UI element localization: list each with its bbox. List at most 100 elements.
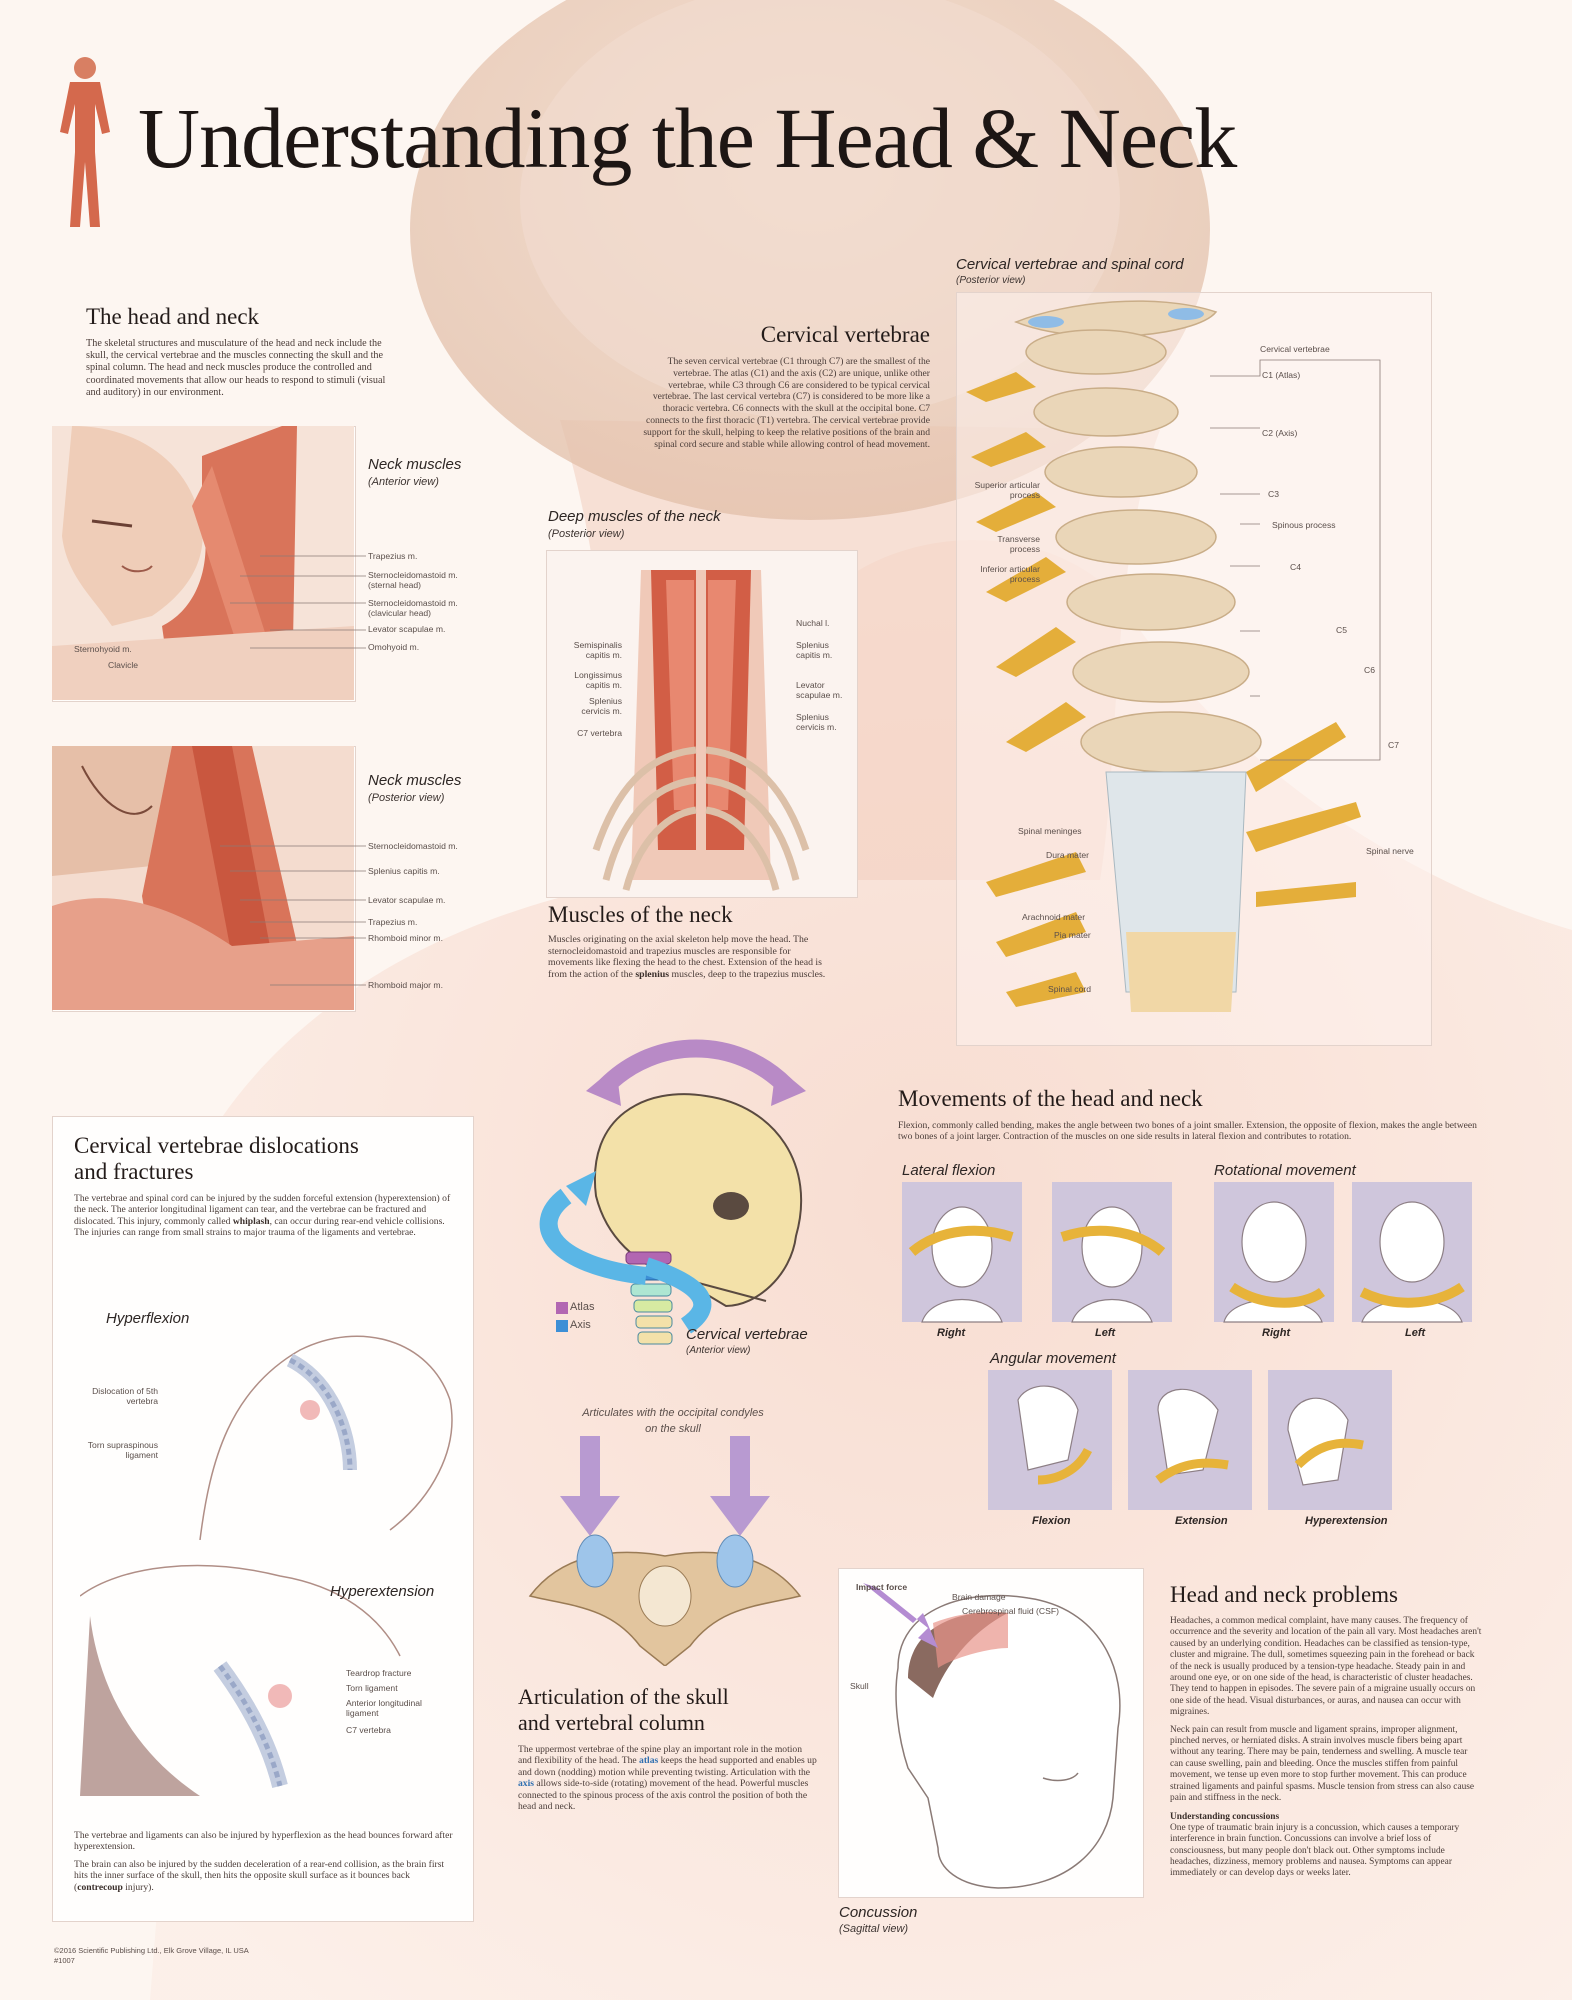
label-spinous: Spinous process [1272, 520, 1336, 530]
skull-caption: Cervical vertebrae [686, 1326, 808, 1343]
posterior-leader-lines [220, 845, 366, 986]
label-torn-supraspinous: Torn supraspinous ligament [87, 1440, 158, 1460]
label-levator-deep: Levator scapulae m. [796, 680, 843, 700]
articulation-heading-2: and vertebral column [518, 1710, 705, 1735]
body-figure-icon [60, 57, 110, 227]
problems-text-2: Neck pain can result from muscle and lig… [1170, 1724, 1475, 1804]
deep-muscles-caption: Deep muscles of the neck [548, 508, 721, 525]
rot-right: Right [1262, 1327, 1291, 1339]
skull-rotation-illustration [539, 1039, 806, 1345]
label-sternohyoid: Sternohyoid m. [74, 644, 132, 654]
spinal-sub: (Posterior view) [956, 275, 1026, 286]
articulation-heading-1: Articulation of the skull [518, 1684, 729, 1709]
skull-sub: (Anterior view) [686, 1345, 751, 1356]
page-title: Understanding the Head & Neck [138, 90, 1237, 186]
label-scm-sternal: Sternocleidomastoid m. (sternal head) [368, 570, 458, 590]
label-splenius: Splenius capitis m. [368, 866, 440, 876]
neck-anterior-caption: Neck muscles [368, 456, 462, 473]
problems-subheading: Understanding concussions [1170, 1811, 1280, 1822]
lateral-flexion-caption: Lateral flexion [902, 1162, 996, 1179]
label-omohyoid: Omohyoid m. [368, 642, 420, 652]
label-skull: Skull [850, 1681, 869, 1691]
angular-caption: Angular movement [990, 1350, 1116, 1367]
angular-flexion: Flexion [1032, 1515, 1071, 1527]
hyperflexion-illustration [199, 1335, 453, 1540]
problems-text-1: Headaches, a common medical complaint, h… [1170, 1616, 1482, 1718]
label-csf: Cerebrospinal fluid (CSF) [962, 1606, 1059, 1616]
label-c6: C6 [1364, 665, 1375, 675]
label-levator: Levator scapulae m. [368, 624, 446, 634]
label-scm-clavicular: Sternocleidomastoid m. (clavicular head) [368, 598, 458, 618]
footer-code: #1007 [54, 1956, 75, 1965]
neck-posterior-illustration [52, 746, 354, 1010]
label-inferior-articular: Inferior articular process [980, 564, 1040, 584]
angular-extension: Extension [1175, 1515, 1228, 1527]
atlas-swatch [556, 1302, 568, 1314]
label-trapezius-post: Trapezius m. [368, 917, 418, 927]
label-rhomboid-minor: Rhomboid minor m. [368, 933, 443, 943]
head-neck-heading: The head and neck [86, 304, 260, 329]
label-arachnoid: Arachnoid mater [1022, 912, 1086, 922]
problems-heading: Head and neck problems [1170, 1582, 1399, 1607]
cervical-vertebrae-text: The seven cervical vertebrae (C1 through… [643, 356, 930, 450]
dislocations-bottom-1: The vertebrae and ligaments can also be … [74, 1830, 453, 1853]
dislocations-bottom-2: The brain can also be injured by the sud… [74, 1858, 445, 1893]
neck-posterior-caption: Neck muscles [368, 772, 462, 789]
label-scm-post: Sternocleidomastoid m. [368, 841, 458, 851]
lateral-left: Left [1095, 1327, 1116, 1339]
footer-copyright: ©2016 Scientific Publishing Ltd., Elk Gr… [54, 1946, 249, 1955]
problems-text-3: One type of traumatic brain injury is a … [1170, 1822, 1460, 1879]
label-trapezius: Trapezius m. [368, 551, 418, 561]
label-superior-articular: Superior articular process [974, 480, 1040, 500]
angular-illustrations [988, 1370, 1392, 1510]
rot-left: Left [1405, 1327, 1426, 1339]
label-c3: C3 [1268, 489, 1279, 499]
concussion-sub: (Sagittal view) [839, 1923, 909, 1935]
spinal-caption: Cervical vertebrae and spinal cord [956, 256, 1184, 273]
muscles-neck-heading: Muscles of the neck [548, 902, 733, 927]
concussion-illustration [863, 1583, 1121, 1889]
label-splenius-cervicis-l: Splenius cervicis m. [581, 696, 622, 716]
movements-heading: Movements of the head and neck [898, 1086, 1203, 1111]
label-c7-vertebra: C7 vertebra [577, 728, 622, 738]
label-impact-force: Impact force [856, 1582, 908, 1592]
label-nuchal: Nuchal l. [796, 618, 830, 628]
label-splenius-capitis: Splenius capitis m. [796, 640, 833, 660]
label-c1: C1 (Atlas) [1262, 370, 1301, 380]
head-neck-text: The skeletal structures and musculature … [86, 338, 386, 398]
neck-anterior-sub: (Anterior view) [368, 476, 439, 488]
dislocations-text: The vertebrae and spinal cord can be inj… [74, 1193, 451, 1239]
label-dura: Dura mater [1046, 850, 1089, 860]
angular-hyperextension: Hyperextension [1305, 1515, 1388, 1527]
label-cervical-group: Cervical vertebrae [1260, 344, 1330, 354]
label-splenius-cervicis-r: Splenius cervicis m. [796, 712, 837, 732]
hyperextension-caption: Hyperextension [330, 1583, 435, 1600]
label-semispinalis: Semispinalis capitis m. [573, 640, 622, 660]
rotational-caption: Rotational movement [1214, 1162, 1356, 1179]
label-clavicle: Clavicle [108, 660, 139, 670]
label-longissimus: Longissimus capitis m. [574, 670, 622, 690]
articulation-note-2: on the skull [645, 1423, 701, 1435]
label-spinal-cord: Spinal cord [1048, 984, 1091, 994]
label-pia: Pia mater [1054, 930, 1091, 940]
label-c5: C5 [1336, 625, 1347, 635]
label-meninges: Spinal meninges [1018, 826, 1082, 836]
label-c2: C2 (Axis) [1262, 428, 1298, 438]
label-torn-ligament: Torn ligament [346, 1683, 398, 1693]
legend-axis: Axis [570, 1319, 591, 1331]
label-c4: C4 [1290, 562, 1301, 572]
deep-muscles-sub: (Posterior view) [548, 528, 625, 540]
hyperextension-illustration [80, 1564, 401, 1796]
lateral-right: Right [937, 1327, 966, 1339]
concussion-caption: Concussion [839, 1904, 918, 1921]
dislocations-heading-2: and fractures [74, 1159, 194, 1184]
anterior-leader-lines [230, 555, 366, 649]
label-c7: C7 [1388, 740, 1399, 750]
atlas-vertebra-illustration [528, 1436, 802, 1666]
cervical-vertebrae-heading: Cervical vertebrae [760, 322, 930, 347]
label-spinal-nerve: Spinal nerve [1366, 846, 1414, 856]
movements-text: Flexion, commonly called bending, makes … [898, 1120, 1477, 1143]
muscles-neck-text: Muscles originating on the axial skeleto… [548, 934, 826, 980]
spinal-bracket-lines [1210, 359, 1381, 761]
hyperflexion-caption: Hyperflexion [106, 1310, 190, 1327]
